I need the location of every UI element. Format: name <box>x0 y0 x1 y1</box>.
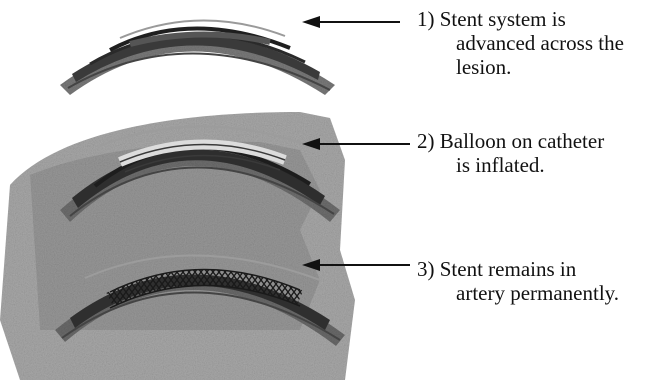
step-3-label: 3) Stent remains in artery permanently. <box>417 257 619 305</box>
step-2-text-1: Balloon on catheter <box>440 129 604 153</box>
step-1-label: 1) Stent system is advanced across the l… <box>417 7 624 79</box>
vessel-with-stent-system <box>60 20 335 95</box>
arrow-step-3 <box>302 259 410 271</box>
step-1-text-2: advanced across the <box>417 31 624 55</box>
step-2-number: 2) <box>417 129 435 153</box>
step-3-line-1: 3) Stent remains in <box>417 257 619 281</box>
step-3-text-1: Stent remains in <box>440 257 576 281</box>
arrow-step-1 <box>302 16 400 28</box>
step-2-label: 2) Balloon on catheter is inflated. <box>417 129 604 177</box>
step-1-text-3: lesion. <box>417 55 624 79</box>
step-1-text-1: Stent system is <box>440 7 566 31</box>
step-3-number: 3) <box>417 257 435 281</box>
arrow-step-2 <box>302 138 410 150</box>
step-3-text-2: artery permanently. <box>417 281 619 305</box>
step-1-number: 1) <box>417 7 435 31</box>
step-2-line-1: 2) Balloon on catheter <box>417 129 604 153</box>
step-2-text-2: is inflated. <box>417 153 604 177</box>
step-1-line-1: 1) Stent system is <box>417 7 624 31</box>
